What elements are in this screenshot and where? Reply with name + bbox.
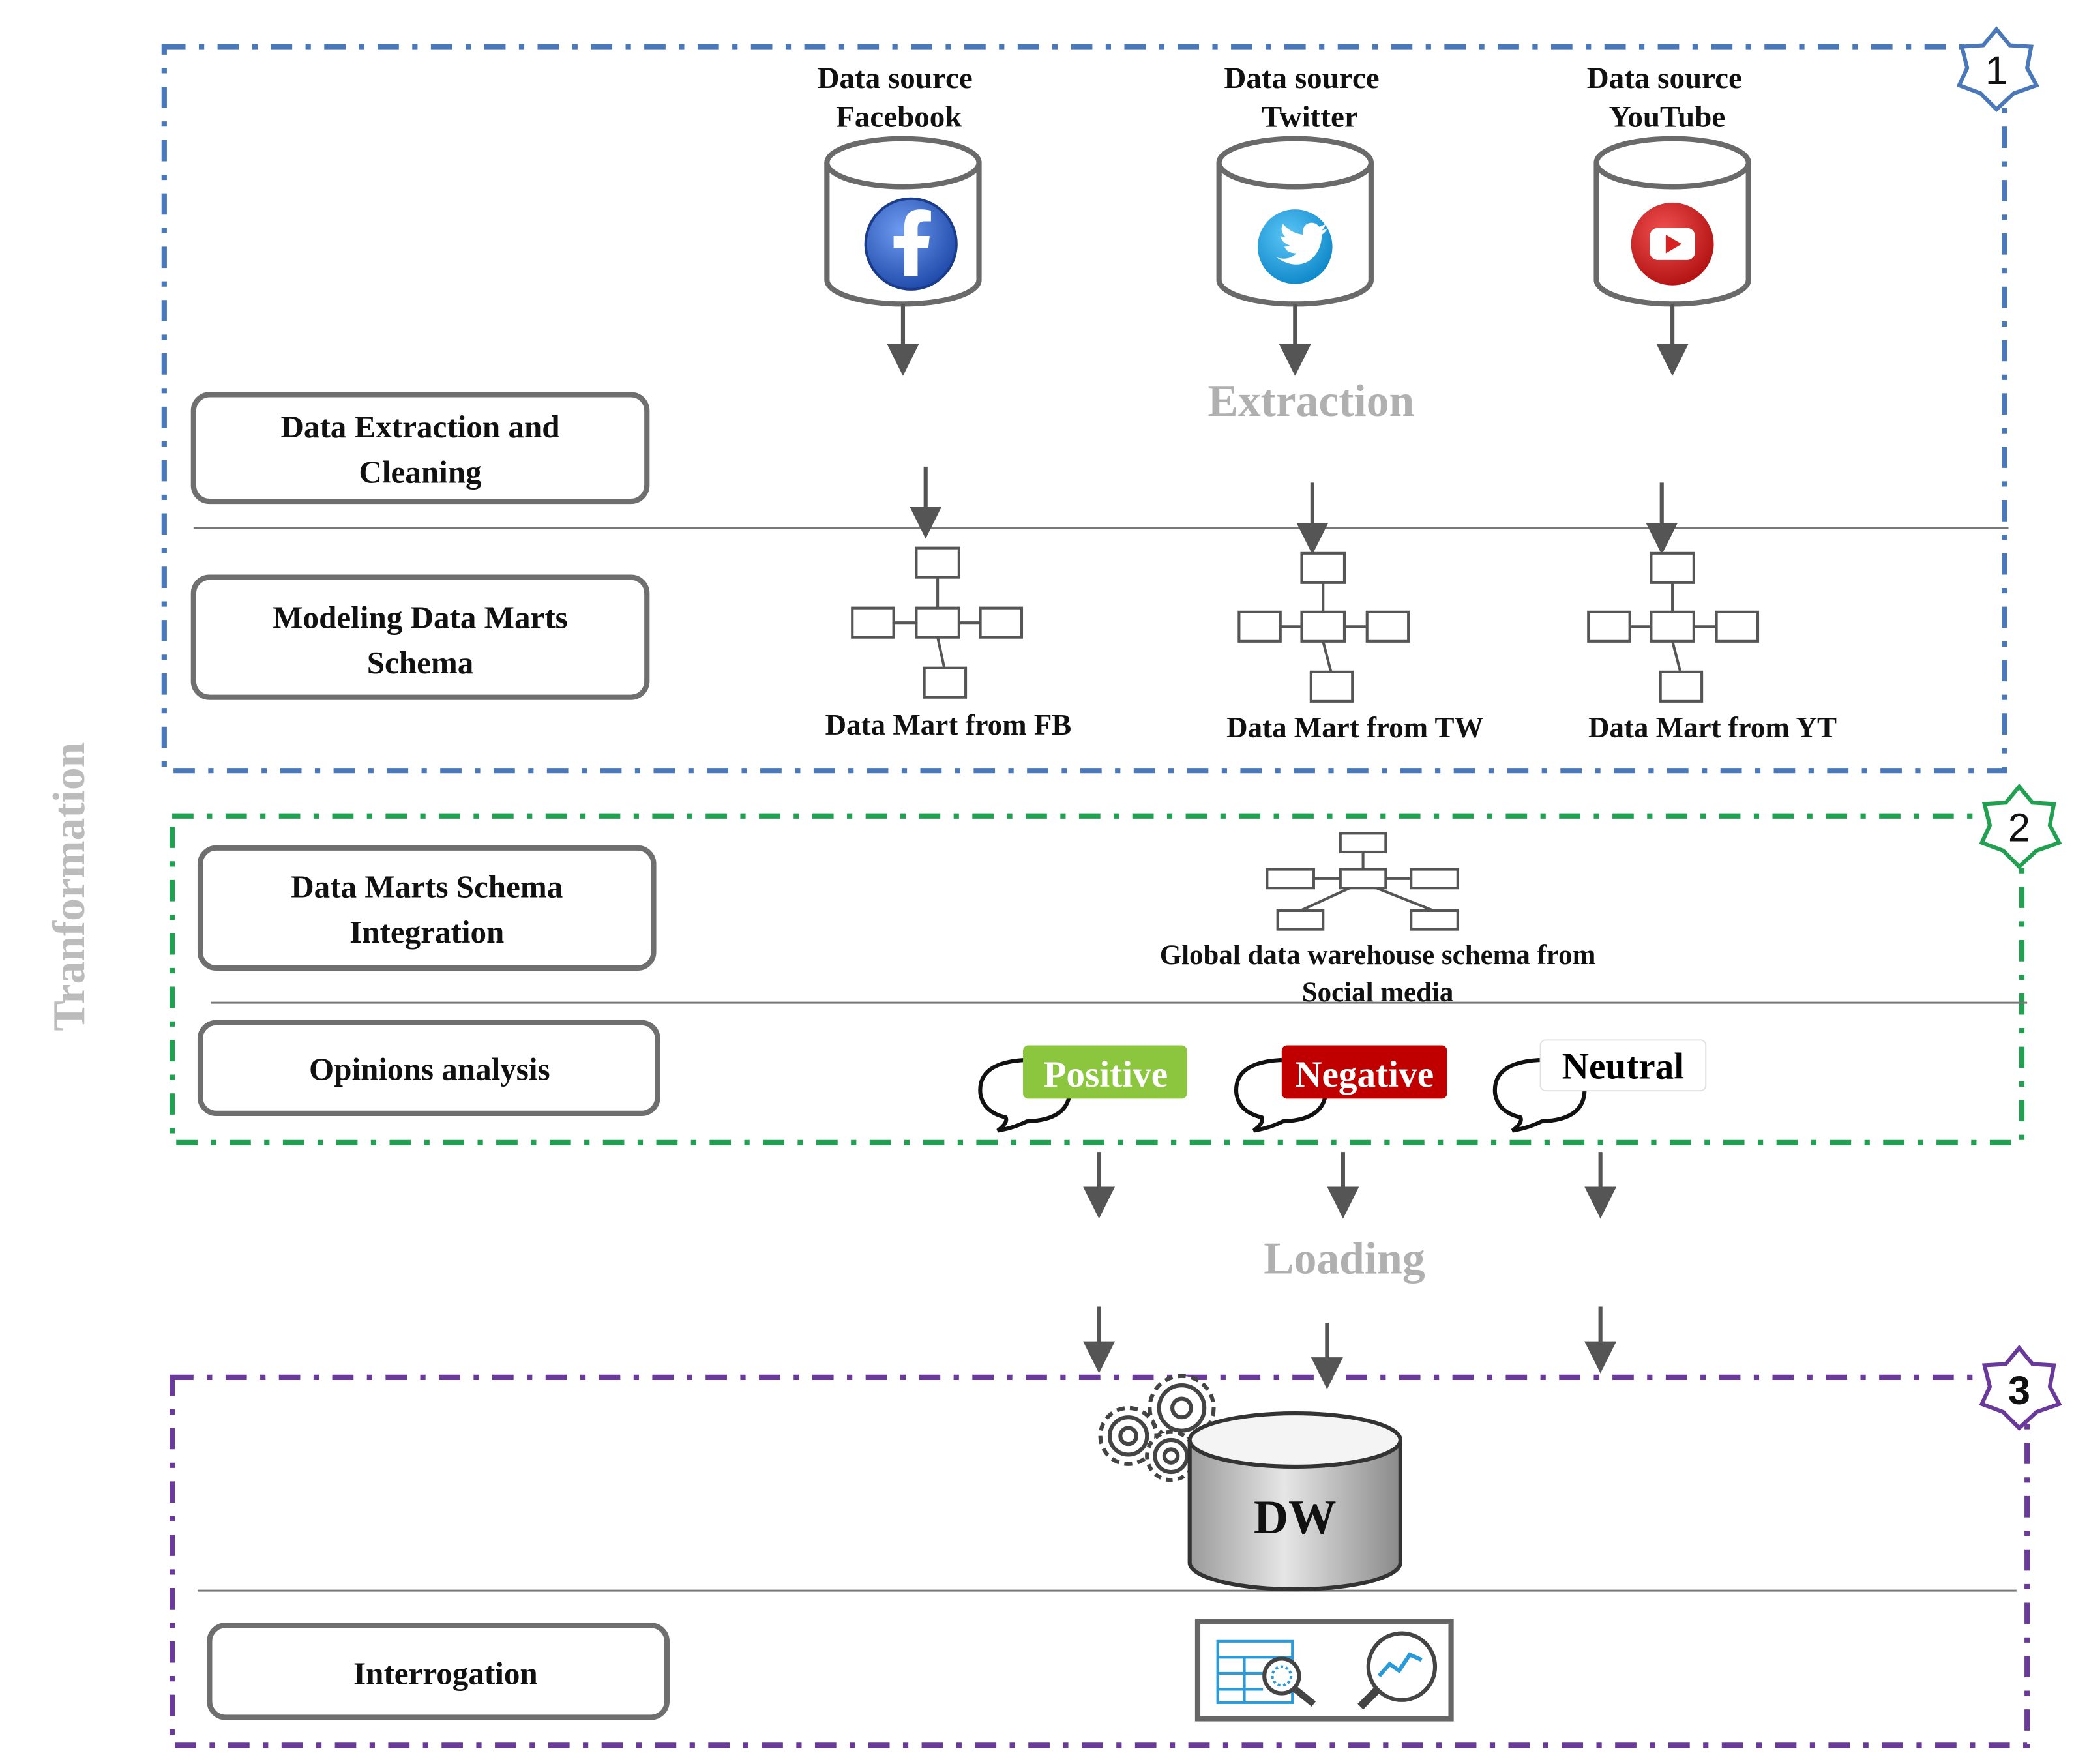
positive-label: Positive [1043, 1054, 1168, 1095]
side-label-transformation: Tranformation [44, 742, 95, 1031]
neutral-label: Neutral [1562, 1046, 1685, 1087]
source-name-twitter: Twitter [1262, 100, 1358, 134]
step-label: Integration [349, 914, 504, 950]
source-label-twitter: Data source [1224, 61, 1379, 95]
section-2-frame [169, 813, 2025, 1145]
step-label: Cleaning [359, 454, 482, 490]
table-search-icon [1216, 1639, 1316, 1707]
step-box-extraction-cleaning: Data Extraction and Cleaning [190, 392, 650, 505]
twitter-icon [1258, 209, 1333, 284]
arrows-loading-top [1083, 1152, 1617, 1219]
youtube-icon [1631, 202, 1714, 286]
section-1-number: 1 [1985, 48, 2007, 93]
step-box-opinions-analysis: Opinions analysis [197, 1020, 660, 1116]
database-icon-youtube [1593, 136, 1751, 307]
section-2-number: 2 [2008, 806, 2030, 851]
section-3-badge: 3 [1979, 1345, 2062, 1431]
database-icon-twitter [1216, 136, 1374, 307]
source-name-facebook: Facebook [836, 100, 962, 134]
section-3-frame [169, 1374, 2030, 1748]
query-tools-panel [1194, 1619, 1454, 1722]
neutral-badge [1539, 1039, 1707, 1092]
opinion-positive: Positive [978, 1045, 1187, 1133]
section-1-frame [161, 44, 2007, 774]
source-name-youtube: YouTube [1609, 100, 1726, 134]
arrows-loading-bottom [1083, 1306, 1617, 1390]
arrows-extraction-bottom [910, 466, 1678, 555]
global-schema-label: Global data warehouse schema from [1160, 940, 1596, 971]
step-label: Interrogation [353, 1655, 538, 1691]
section-3-number: 3 [2008, 1368, 2030, 1413]
source-label-facebook: Data source [818, 61, 973, 95]
star-schema-icon-fb [851, 546, 1024, 699]
data-mart-label-yt: Data Mart from YT [1588, 711, 1837, 744]
loading-label: Loading [1264, 1233, 1425, 1284]
data-mart-label-tw: Data Mart from TW [1226, 711, 1483, 744]
star-schema-icon-tw [1237, 551, 1410, 703]
star-schema-icon-yt [1587, 551, 1760, 703]
step-label: Data Marts Schema [291, 869, 563, 905]
step-label: Data Extraction and [280, 409, 559, 445]
step-label: Opinions analysis [309, 1051, 550, 1087]
chart-search-icon [1357, 1631, 1438, 1710]
arrows-extraction-top [887, 304, 1689, 376]
step-label: Modeling Data Marts [273, 599, 568, 635]
step-box-interrogation: Interrogation [207, 1623, 670, 1720]
negative-badge [1281, 1045, 1447, 1099]
opinion-neutral: Neutral [1492, 1039, 1707, 1133]
data-warehouse-icon: DW [1187, 1411, 1402, 1592]
positive-badge [1023, 1045, 1187, 1099]
step-label: Schema [367, 645, 474, 681]
facebook-icon [864, 197, 958, 291]
data-mart-label-fb: Data Mart from FB [825, 709, 1072, 741]
section-2-badge: 2 [1979, 783, 2062, 870]
extraction-label: Extraction [1207, 376, 1414, 426]
dw-label: DW [1254, 1490, 1337, 1544]
database-icon-facebook [824, 136, 982, 307]
source-label-youtube: Data source [1587, 61, 1742, 95]
opinion-negative: Negative [1234, 1045, 1447, 1133]
section-1-badge: 1 [1956, 26, 2039, 112]
negative-label: Negative [1295, 1054, 1434, 1095]
global-schema-icon [1266, 832, 1459, 931]
step-box-modeling-schema: Modeling Data Marts Schema [190, 574, 650, 700]
global-schema-label: Social media [1302, 977, 1454, 1008]
step-box-schema-integration: Data Marts Schema Integration [197, 845, 657, 971]
